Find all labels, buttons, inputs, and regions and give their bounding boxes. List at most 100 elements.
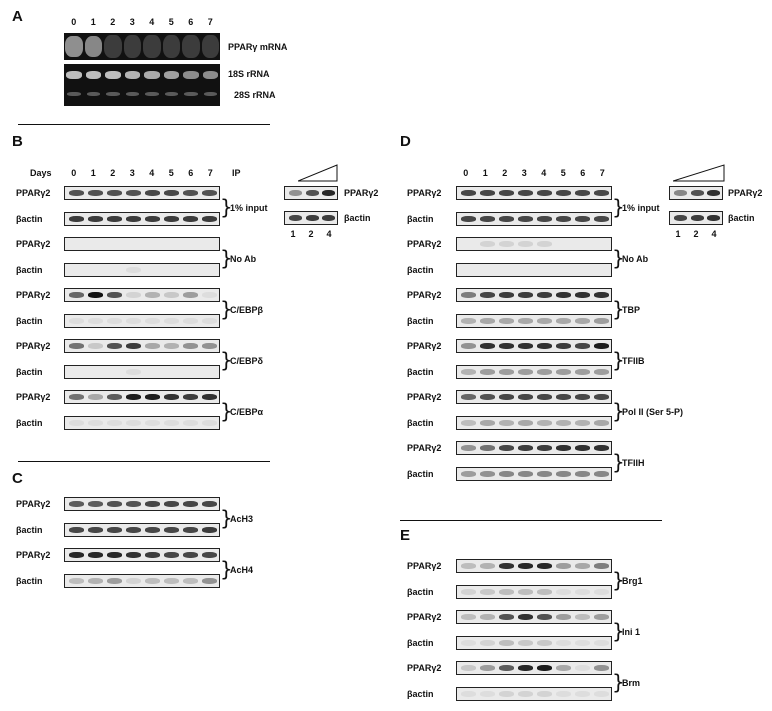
panele-strip-actin-0-band-1 — [480, 589, 495, 595]
paneld-strip-pparg-2-band-6 — [575, 292, 590, 298]
panele-strip-pparg-1-band-5 — [556, 614, 571, 620]
paneld-titration-actin — [669, 211, 723, 225]
paneld-strip-actin-3-band-1 — [480, 369, 495, 375]
paneld-strip-pparg-2-band-4 — [537, 292, 552, 298]
panelc-strip-actin-1-band-1 — [88, 578, 103, 584]
panelb-strip-pparg-3-band-1 — [88, 343, 103, 349]
paneld-strip-pparg-5-band-4 — [537, 445, 552, 451]
panele-strip-pparg-0-band-6 — [575, 563, 590, 569]
paneld-strip-actin-0-band-1 — [480, 216, 495, 222]
lane-number: 7 — [207, 17, 213, 27]
gene-label-bactin: βactin — [16, 214, 43, 224]
paneld-strip-actin-3-band-3 — [518, 369, 533, 375]
paneld-strip-pparg-3-band-5 — [556, 343, 571, 349]
day-number: 1 — [90, 168, 96, 178]
panele-strip-actin-2-band-2 — [499, 691, 514, 697]
panelc-strip-actin-0 — [64, 523, 220, 537]
panelc-strip-actin-1-band-2 — [107, 578, 122, 584]
panel-label-d: D — [400, 133, 411, 150]
gene-label-bactin: βactin — [16, 265, 43, 275]
gene-label-bactin: βactin — [16, 367, 43, 377]
day-number: 2 — [110, 168, 116, 178]
panelc-strip-pparg-1-band-5 — [164, 552, 179, 558]
paneld-strip-pparg-2 — [456, 288, 612, 302]
panele-strip-pparg-2-band-3 — [518, 665, 533, 671]
panel-label-e: E — [400, 527, 411, 544]
paneld-strip-pparg-2-band-3 — [518, 292, 533, 298]
day-number: 6 — [580, 168, 586, 178]
paneld-strip-pparg-5-band-2 — [499, 445, 514, 451]
paneld-strip-pparg-0 — [456, 186, 612, 200]
panele-strip-pparg-1 — [456, 610, 612, 624]
paneld-strip-pparg-3-band-7 — [594, 343, 609, 349]
panelb-strip-actin-0-band-3 — [126, 216, 141, 222]
paneld-strip-actin-5-band-7 — [594, 471, 609, 477]
panele-strip-actin-0-band-4 — [537, 589, 552, 595]
day-number: 6 — [188, 168, 194, 178]
paneld-strip-pparg-1-band-1 — [480, 241, 495, 247]
mrna-band-3 — [123, 35, 141, 58]
panele-strip-pparg-0 — [456, 559, 612, 573]
brace-icon: } — [612, 348, 625, 372]
panelb-strip-pparg-4-band-7 — [202, 394, 217, 400]
panelb-strip-pparg-2-band-5 — [164, 292, 179, 298]
day-number: 4 — [149, 168, 155, 178]
ip-header-label: IP — [232, 168, 241, 178]
rrna18s-band-2 — [105, 71, 121, 79]
gene-label-bactin: βactin — [407, 689, 434, 699]
paneld-strip-pparg-0-band-1 — [480, 190, 495, 196]
paneld-strip-actin-5-band-2 — [499, 471, 514, 477]
panelb-strip-pparg-2-band-3 — [126, 292, 141, 298]
ip-antibody-label: Pol II (Ser 5-P) — [622, 407, 684, 417]
titration-label-bactin: βactin — [728, 213, 755, 223]
paneld-strip-pparg-3-band-2 — [499, 343, 514, 349]
panelc-strip-pparg-0-band-4 — [145, 501, 160, 507]
panelb-strip-actin-0-band-4 — [145, 216, 160, 222]
panele-strip-pparg-0-band-2 — [499, 563, 514, 569]
paneld-titration-pparg-band-2 — [707, 190, 721, 196]
panelb-strip-actin-4-band-7 — [202, 420, 217, 426]
panelb-strip-actin-3 — [64, 365, 220, 379]
gene-label-pparg2: PPARγ2 — [16, 188, 51, 198]
panele-strip-pparg-0-band-4 — [537, 563, 552, 569]
day-number: 7 — [599, 168, 605, 178]
paneld-strip-actin-0 — [456, 212, 612, 226]
panele-strip-pparg-2 — [456, 661, 612, 675]
mrna-band-7 — [201, 35, 219, 58]
mrna-band-6 — [182, 35, 200, 58]
lane-number: 4 — [149, 17, 155, 27]
panele-strip-pparg-0-band-0 — [461, 563, 476, 569]
paneld-strip-actin-3-band-4 — [537, 369, 552, 375]
panele-strip-actin-0-band-6 — [575, 589, 590, 595]
divider-a-b — [18, 124, 270, 125]
gene-label-pparg2: PPARγ2 — [16, 392, 51, 402]
panelb-strip-pparg-4 — [64, 390, 220, 404]
paneld-strip-actin-2-band-0 — [461, 318, 476, 324]
gene-label-pparg2: PPARγ2 — [407, 188, 442, 198]
panelb-titration-actin-band-2 — [322, 215, 336, 221]
paneld-strip-actin-2-band-2 — [499, 318, 514, 324]
paneld-strip-pparg-5-band-6 — [575, 445, 590, 451]
paneld-strip-pparg-3-band-6 — [575, 343, 590, 349]
rrna28s-band-5 — [164, 92, 178, 96]
lane-number: 2 — [110, 17, 116, 27]
mrna-band-2 — [104, 35, 122, 58]
panelb-strip-pparg-3-band-6 — [183, 343, 198, 349]
gene-label-bactin: βactin — [407, 418, 434, 428]
panele-strip-actin-2 — [456, 687, 612, 701]
gene-label-bactin: βactin — [407, 638, 434, 648]
panelc-strip-pparg-0-band-5 — [164, 501, 179, 507]
brace-icon: } — [612, 399, 625, 423]
paneld-strip-actin-4-band-1 — [480, 420, 495, 426]
paneld-strip-pparg-4-band-1 — [480, 394, 495, 400]
gene-label-bactin: βactin — [16, 525, 43, 535]
paneld-strip-actin-3-band-6 — [575, 369, 590, 375]
paneld-strip-pparg-5-band-7 — [594, 445, 609, 451]
paneld-strip-pparg-4-band-5 — [556, 394, 571, 400]
day-number: 5 — [168, 168, 174, 178]
paneld-strip-actin-0-band-3 — [518, 216, 533, 222]
ip-antibody-label: AcH3 — [230, 514, 254, 524]
mrna-band-5 — [162, 35, 180, 58]
ip-antibody-label: TFIIB — [622, 356, 645, 366]
brace-icon: } — [612, 619, 625, 643]
